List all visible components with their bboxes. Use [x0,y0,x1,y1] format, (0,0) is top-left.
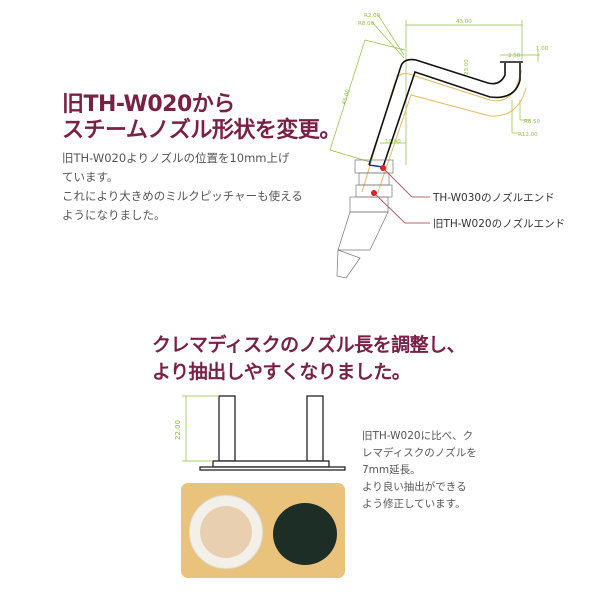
dimension-label: R8.00 [358,21,375,27]
section1-heading: 旧TH-W020から スチームノズル形状を変更。 [62,92,341,144]
heading-line: 旧TH-W020から [62,92,235,117]
heading-line: クレマディスクのノズル長を調整し、 [152,334,466,356]
body-line: これにより大きめのミルクピッチャーも使える [62,189,303,203]
section2-heading: クレマディスクのノズル長を調整し、 より抽出しやすくなりました。 [152,332,466,386]
dimension-label: R12.00 [518,132,538,138]
dimension-label: 10.00 [385,139,401,145]
crema-disc-white [189,495,263,569]
dimension-label: 45.00 [341,88,352,105]
body-line: 旧TH-W020に比べ、ク [362,430,474,442]
nozzle-end-marker-old [371,190,377,196]
callout-new-nozzle-end: TH-W030のノズルエンド [433,192,555,204]
dimension-label: 23.00 [464,59,470,75]
heading-line: スチームノズル形状を変更。 [62,118,341,143]
dimension-label: 1.00 [536,46,549,52]
dimension-label: 43.00 [456,19,472,25]
section2-body: 旧TH-W020に比べ、ク レマディスクのノズルを 7mm延長。 より良い抽出が… [362,428,477,513]
dimension-label: R8.50 [524,119,541,125]
crema-disc-black [273,503,337,565]
heading-line: より抽出しやすくなりました。 [152,361,411,383]
body-line: ようになりました。 [62,208,166,222]
dimension-label: 22.00 [174,420,182,440]
dimension-label: 2.50 [508,53,521,59]
body-line: より良い抽出ができる [362,481,467,493]
callout-old-nozzle-end: 旧TH-W020のノズルエンド [433,218,566,230]
body-line: レマディスクのノズルを [362,447,477,459]
nozzle-end-marker-new [380,165,386,171]
body-line: ています。 [62,170,119,184]
section1-body: 旧TH-W020よりノズルの位置を10mm上げ ています。 これにより大きめのミ… [62,149,303,225]
crema-disc-photo [181,483,345,578]
nozzle-diagram: R2.00 R8.00 43.00 2.50 1.00 23.00 45.00 … [329,13,549,279]
dimension-label: R2.00 [364,13,381,19]
body-line: 7mm延長。 [362,464,421,476]
body-line: よう修正しています。 [362,498,466,510]
body-line: 旧TH-W020よりノズルの位置を10mm上げ [62,151,290,165]
crema-disc-diagram: 22.00 [174,395,346,471]
